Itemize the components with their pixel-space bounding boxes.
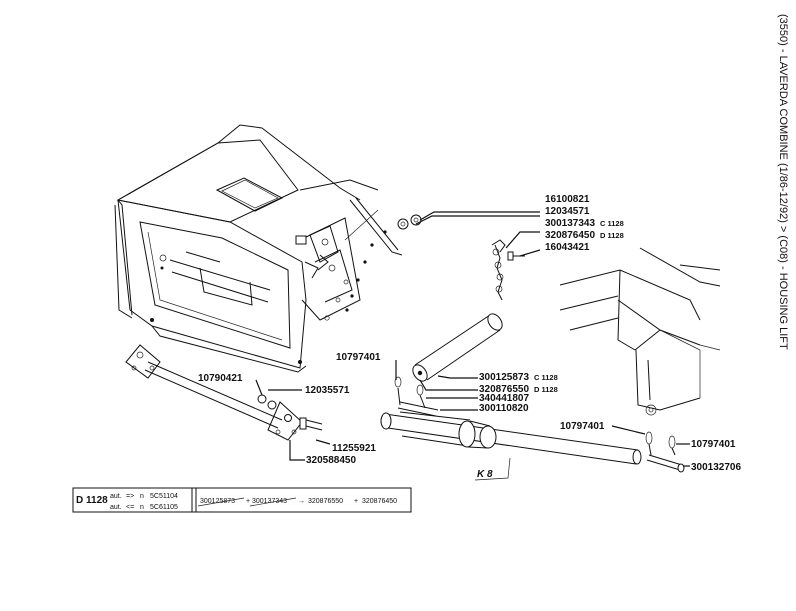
housing-frame-drawing xyxy=(114,124,403,373)
lower-shaft-drawing xyxy=(125,344,323,441)
legend-arrow: → xyxy=(298,498,305,505)
callout-320876450-suffix: D 1128 xyxy=(600,231,624,240)
callout-300137343: 300137343 xyxy=(545,218,595,229)
callout-10797401-right-b: 10797401 xyxy=(691,439,736,450)
legend-row-2-serial: 5C61105 xyxy=(150,504,178,511)
callout-10797401-left: 10797401 xyxy=(336,352,381,363)
lift-cylinder-drawing: K 8 xyxy=(380,411,642,481)
callout-300110820: 300110820 xyxy=(479,403,529,414)
legend-row-1-n: n xyxy=(140,493,144,500)
pins-and-clips-drawing xyxy=(394,376,685,473)
callout-labels: 16100821 12034571 300137343 C 1128 32087… xyxy=(198,194,741,473)
callout-16100821: 16100821 xyxy=(545,194,590,205)
callout-12035571: 12035571 xyxy=(305,385,350,396)
diagram-title: (3550) - LAVERDA COMBINE (1/86-12/92) > … xyxy=(777,14,789,350)
legend-plus-sign-1: + xyxy=(246,498,250,505)
leader-lines xyxy=(255,211,690,467)
right-structure-drawing xyxy=(559,247,721,416)
legend-row-2-prefix: aut. xyxy=(110,504,122,511)
callout-300125873: 300125873 xyxy=(479,372,529,383)
callout-340441807: 340441807 xyxy=(479,393,529,404)
cylinder-label: K 8 xyxy=(477,469,493,480)
upper-pin-drawing xyxy=(397,214,525,382)
legend-row-1-arrow: => xyxy=(126,493,134,500)
callout-320876550-suffix: D 1128 xyxy=(534,385,558,394)
callout-300125873-suffix: C 1128 xyxy=(534,373,558,382)
callout-300132706: 300132706 xyxy=(691,462,741,473)
callout-320876550: 320876550 xyxy=(479,384,529,395)
callout-300137343-suffix: C 1128 xyxy=(600,219,624,228)
callout-320876450: 320876450 xyxy=(545,230,595,241)
legend-row-2-n: n xyxy=(140,504,144,511)
legend-new-part-2: 320876450 xyxy=(362,498,397,505)
legend-row-1-prefix: aut. xyxy=(110,493,122,500)
callout-320588450: 320588450 xyxy=(306,455,356,466)
legend-code: D 1128 xyxy=(76,495,108,506)
callout-10790421: 10790421 xyxy=(198,373,243,384)
legend-row-1-serial: 5C51104 xyxy=(150,493,178,500)
callout-11255921: 11255921 xyxy=(332,443,376,454)
legend-row-2-arrow: <= xyxy=(126,504,134,511)
callout-12034571: 12034571 xyxy=(545,206,590,217)
legend-old-part-2: 300137343 xyxy=(252,498,287,505)
serial-legend: D 1128 aut. => n 5C51104 aut. <= n 5C611… xyxy=(72,487,412,513)
legend-new-part-1: 320876550 xyxy=(308,498,343,505)
callout-16043421: 16043421 xyxy=(545,242,590,253)
callout-10797401-right-a: 10797401 xyxy=(560,421,605,432)
legend-old-part-1: 300125873 xyxy=(200,498,235,505)
legend-plus-sign-2: + xyxy=(354,498,358,505)
